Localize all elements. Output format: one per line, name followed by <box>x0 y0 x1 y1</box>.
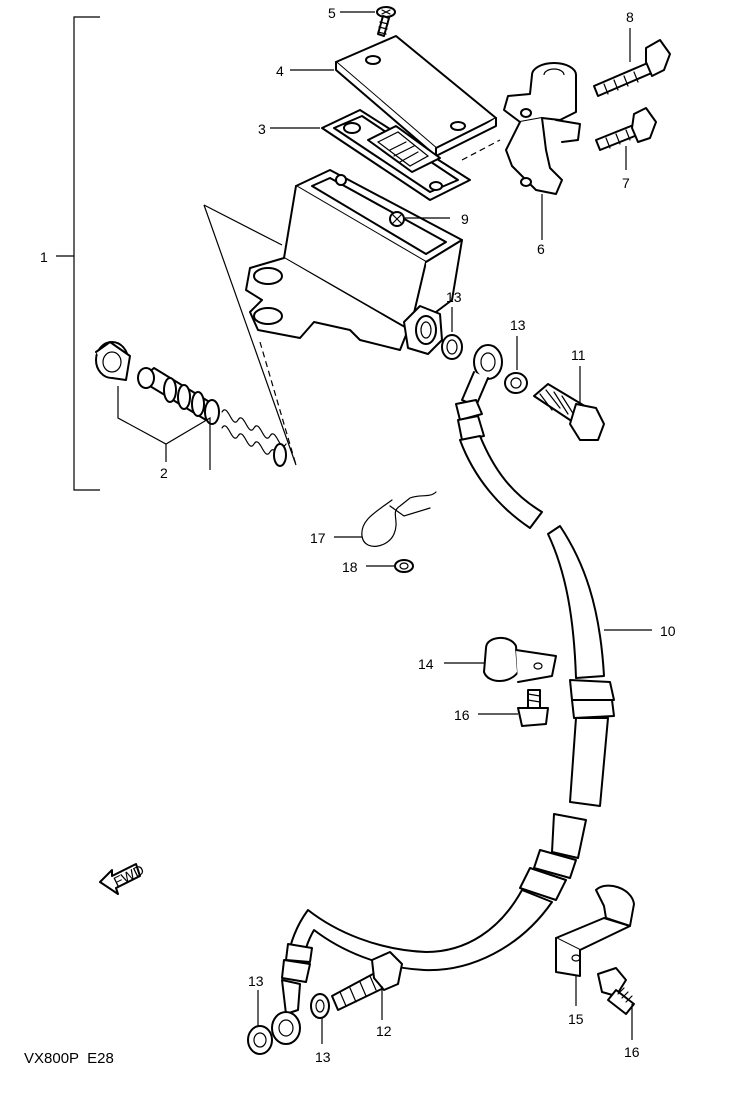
washer-lower-left <box>247 1025 273 1055</box>
diagram-code: VX800P E28 <box>24 1050 114 1067</box>
clamp-holder <box>503 62 581 195</box>
callout-11: 11 <box>571 347 586 363</box>
clamp-bolt-short <box>595 107 657 151</box>
callout-8: 8 <box>626 9 634 25</box>
callout-10: 10 <box>660 623 676 639</box>
washer-lower-right <box>310 993 330 1019</box>
callout-13-lower-right: 13 <box>315 1049 331 1065</box>
callout-13-upper-right: 13 <box>510 317 526 333</box>
callout-labels: 1 2 3 4 5 6 7 8 9 10 11 12 13 13 13 13 1… <box>40 5 676 1065</box>
callout-13-upper-left: 13 <box>446 289 462 305</box>
callout-15: 15 <box>568 1011 584 1027</box>
callout-16-lower: 16 <box>624 1044 640 1060</box>
assembly-bracket <box>56 16 100 491</box>
clutch-hose <box>271 344 615 1045</box>
callout-13-lower-left: 13 <box>248 973 264 989</box>
union-bolt-lower <box>331 951 403 1011</box>
callout-3: 3 <box>258 121 266 137</box>
callout-6: 6 <box>537 241 545 257</box>
callout-2: 2 <box>160 465 168 481</box>
clamp-bolt-long <box>593 39 671 97</box>
clip-washer <box>394 559 414 573</box>
reservoir-cap <box>335 35 497 157</box>
callout-16-upper: 16 <box>454 707 470 723</box>
callout-4: 4 <box>276 63 284 79</box>
guide-bolt-lower <box>597 967 635 1015</box>
callout-12: 12 <box>376 1023 392 1039</box>
callout-17: 17 <box>310 530 326 546</box>
callout-1: 1 <box>40 249 48 265</box>
callout-5: 5 <box>328 5 336 21</box>
hose-guide-upper <box>483 637 557 683</box>
hose-clip <box>361 491 437 547</box>
callout-14: 14 <box>418 656 434 672</box>
guide-bolt-upper <box>517 689 549 727</box>
fwd-label: FWD <box>111 861 147 889</box>
reservoir-diaphragm <box>321 109 471 201</box>
washer-upper-right <box>504 372 528 394</box>
forward-arrow-icon: FWD <box>99 861 147 895</box>
washer-upper-left <box>441 334 463 360</box>
callout-18: 18 <box>342 559 358 575</box>
callout-9: 9 <box>461 211 469 227</box>
cutaway-lines <box>203 204 297 466</box>
hose-guide-lower <box>555 884 635 977</box>
master-cylinder-body <box>245 169 463 355</box>
callout-7: 7 <box>622 175 630 191</box>
union-bolt-upper <box>533 383 605 441</box>
reservoir-cap-screw <box>376 6 396 37</box>
piston-set <box>95 341 287 467</box>
reservoir-fitting <box>389 211 405 227</box>
